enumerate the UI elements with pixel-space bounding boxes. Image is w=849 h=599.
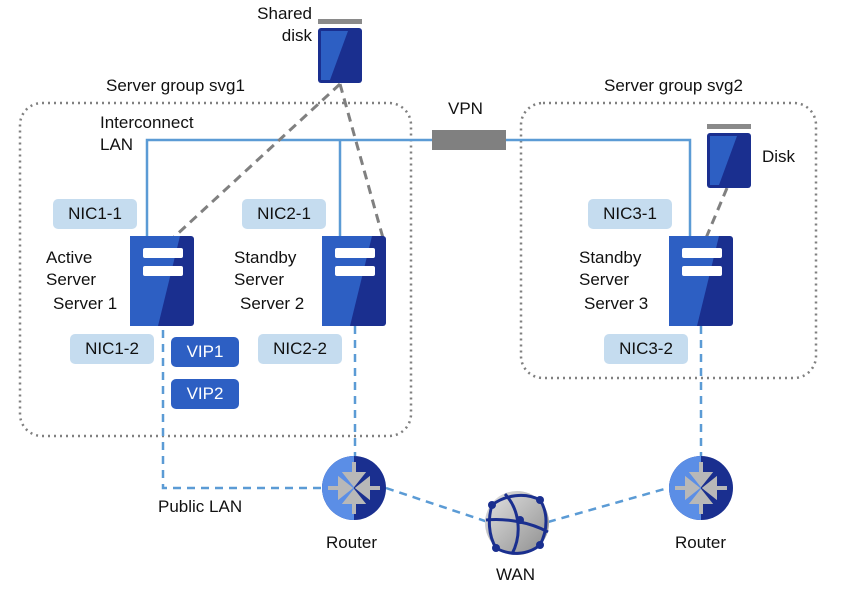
nic-label-nic2-1: NIC2-1 <box>242 199 326 229</box>
server-3-role: Standby Server <box>579 248 642 289</box>
public-lan-line <box>161 330 322 490</box>
server-2-role: Standby Server <box>234 248 297 289</box>
server-1-icon <box>130 236 194 326</box>
server-group-svg1-frame <box>18 101 413 438</box>
shared-disk-icon <box>318 19 362 83</box>
disk-link-server3 <box>704 187 729 239</box>
vpn-tunnel <box>432 130 506 150</box>
router-right-label: Router <box>675 533 727 552</box>
server-3-name: Server 3 <box>584 294 649 313</box>
wan-label: WAN <box>496 565 536 584</box>
server-3-icon <box>669 236 733 326</box>
vip-label-vip2: VIP2 <box>171 379 239 409</box>
nic-label-nic1-1: NIC1-1 <box>53 199 137 229</box>
nic-label-nic1-2: NIC1-2 <box>70 334 154 364</box>
server-1-role: Active Server <box>46 248 97 289</box>
server-2-icon <box>322 236 386 326</box>
wan-globe-icon <box>485 491 549 555</box>
wan-link-left <box>385 486 489 524</box>
server-group-svg1-title: Server group svg1 <box>106 76 245 95</box>
disk-link-server1 <box>171 82 342 240</box>
router-right-icon <box>669 456 733 520</box>
server-1-name: Server 1 <box>53 294 118 313</box>
server-2-name: Server 2 <box>240 294 305 313</box>
wan-link-right <box>547 486 669 524</box>
interconnect-lan-line <box>145 138 692 236</box>
nic-label-nic3-1: NIC3-1 <box>588 199 672 229</box>
router-left-label: Router <box>326 533 378 552</box>
vpn-label: VPN <box>448 99 483 118</box>
shared-disk-label: Shared disk <box>257 4 312 45</box>
nic-label-nic3-2: NIC3-2 <box>604 334 688 364</box>
vip-label-vip1: VIP1 <box>171 337 239 367</box>
disk-label: Disk <box>762 147 796 166</box>
server-group-svg2-title: Server group svg2 <box>604 76 743 95</box>
interconnect-lan-label: Interconnect LAN <box>100 113 194 154</box>
public-lan-label: Public LAN <box>158 497 243 516</box>
router-left-icon <box>322 456 386 520</box>
disk-link-server2 <box>338 83 385 239</box>
disk-icon <box>707 124 751 188</box>
nic-label-nic2-2: NIC2-2 <box>258 334 342 364</box>
